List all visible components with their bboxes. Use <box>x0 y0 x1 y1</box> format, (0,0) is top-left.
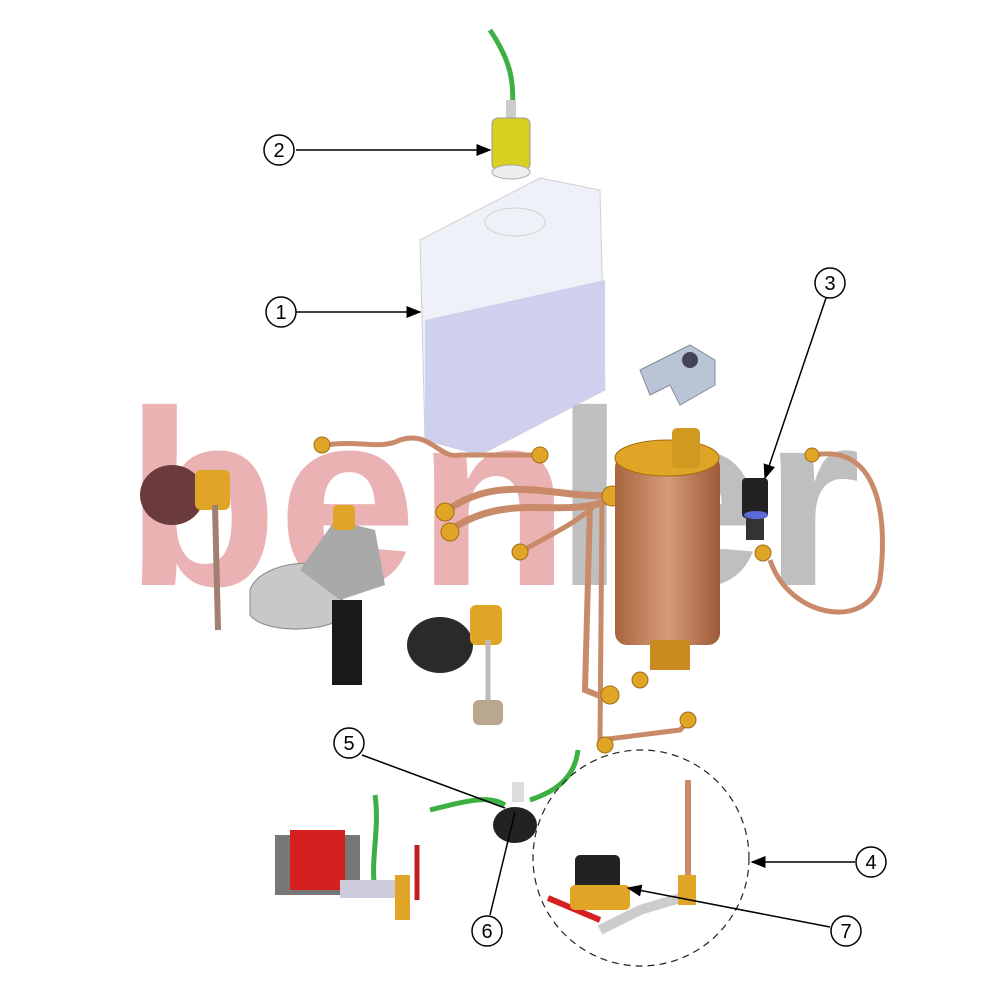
bracket <box>639 344 716 406</box>
water-tank <box>419 177 606 456</box>
callout-6: 6 <box>471 915 503 947</box>
svg-text:4: 4 <box>865 852 876 874</box>
callout-4: 4 <box>855 846 887 878</box>
flow-meter <box>429 749 581 843</box>
callout-2: 2 <box>263 134 295 166</box>
group-outline <box>532 749 750 967</box>
left-valve <box>140 465 230 631</box>
callout-7: 7 <box>830 915 862 947</box>
boiler <box>614 428 720 670</box>
callout-3: 3 <box>814 267 846 299</box>
center-valve <box>407 605 503 725</box>
svg-text:2: 2 <box>273 140 284 162</box>
svg-text:5: 5 <box>343 733 354 755</box>
callout-5: 5 <box>333 727 365 759</box>
level-sensor-cap <box>487 28 531 180</box>
svg-text:6: 6 <box>481 921 492 943</box>
pressure-switch <box>742 478 768 540</box>
brass-fittings <box>313 436 820 754</box>
svg-text:1: 1 <box>275 302 286 324</box>
svg-text:7: 7 <box>840 921 851 943</box>
callouts <box>296 144 855 928</box>
callout-badges: 1 2 3 4 5 6 7 <box>263 134 887 947</box>
callout-1: 1 <box>265 296 297 328</box>
svg-text:3: 3 <box>824 273 835 295</box>
solenoid-valve-group <box>532 749 750 967</box>
grey-housing <box>249 505 385 685</box>
pump <box>275 794 420 920</box>
